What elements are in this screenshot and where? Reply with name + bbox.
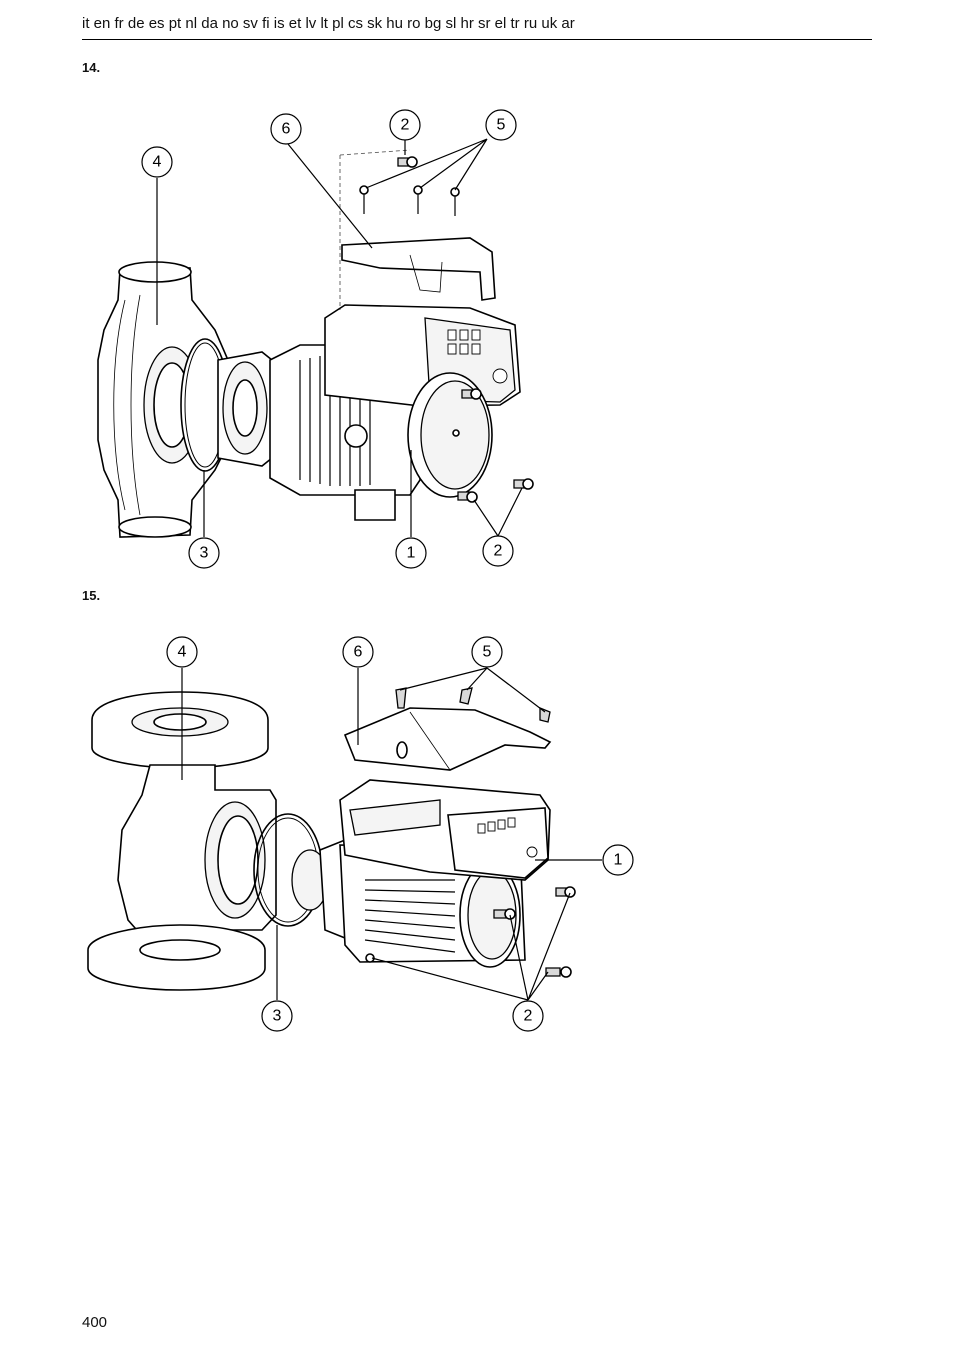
page-number: 400	[82, 1314, 108, 1331]
fig15-callout-2: 2	[512, 1000, 544, 1032]
figure-15-drawing: 4 6 5 1 3 2	[87, 636, 634, 1032]
svg-text:4: 4	[178, 644, 187, 661]
fig14-motor-flange	[217, 351, 273, 467]
svg-text:5: 5	[497, 117, 506, 134]
svg-text:1: 1	[407, 545, 416, 562]
fig14-screws	[359, 156, 534, 503]
svg-text:4: 4	[153, 154, 162, 171]
svg-text:5: 5	[483, 644, 492, 661]
fig14-callout-2-top: 2	[389, 109, 421, 141]
fig15-pump-housing	[87, 691, 277, 991]
fig15-callout-4: 4	[166, 636, 198, 668]
svg-text:2: 2	[524, 1008, 533, 1025]
svg-text:1: 1	[614, 852, 623, 869]
svg-text:3: 3	[273, 1008, 282, 1025]
fig15-screws	[365, 687, 576, 978]
fig14-callout-4: 4	[141, 146, 173, 178]
figure-15-label: 15.	[82, 588, 101, 603]
svg-text:3: 3	[200, 545, 209, 562]
fig14-o-ring	[180, 338, 230, 472]
fig15-callout-6: 6	[342, 636, 374, 668]
fig15-callout-5: 5	[471, 636, 503, 668]
fig14-callout-2-bottom: 2	[482, 535, 514, 567]
figure-14-drawing: 4 6 2 5 3 1 2	[97, 109, 534, 569]
svg-text:6: 6	[282, 121, 291, 138]
fig15-callout-1: 1	[602, 844, 634, 876]
fig15-leader-lines	[181, 667, 602, 1001]
fig15-cover	[343, 707, 552, 771]
fig14-end-cover	[407, 372, 493, 498]
fig14-callout-5: 5	[485, 109, 517, 141]
fig14-cover-plate	[339, 149, 496, 310]
svg-text:6: 6	[354, 644, 363, 661]
svg-text:2: 2	[401, 117, 410, 134]
fig14-callout-6: 6	[270, 113, 302, 145]
fig14-callout-3: 3	[188, 537, 220, 569]
fig14-leader-lines	[156, 138, 523, 537]
figure-14-label: 14.	[82, 60, 101, 75]
fig14-callout-1: 1	[395, 537, 427, 569]
fig15-control-box	[339, 779, 551, 881]
svg-text:2: 2	[494, 543, 503, 560]
fig15-callout-3: 3	[261, 1000, 293, 1032]
language-list-header: it en fr de es pt nl da no sv fi is et l…	[82, 14, 872, 40]
